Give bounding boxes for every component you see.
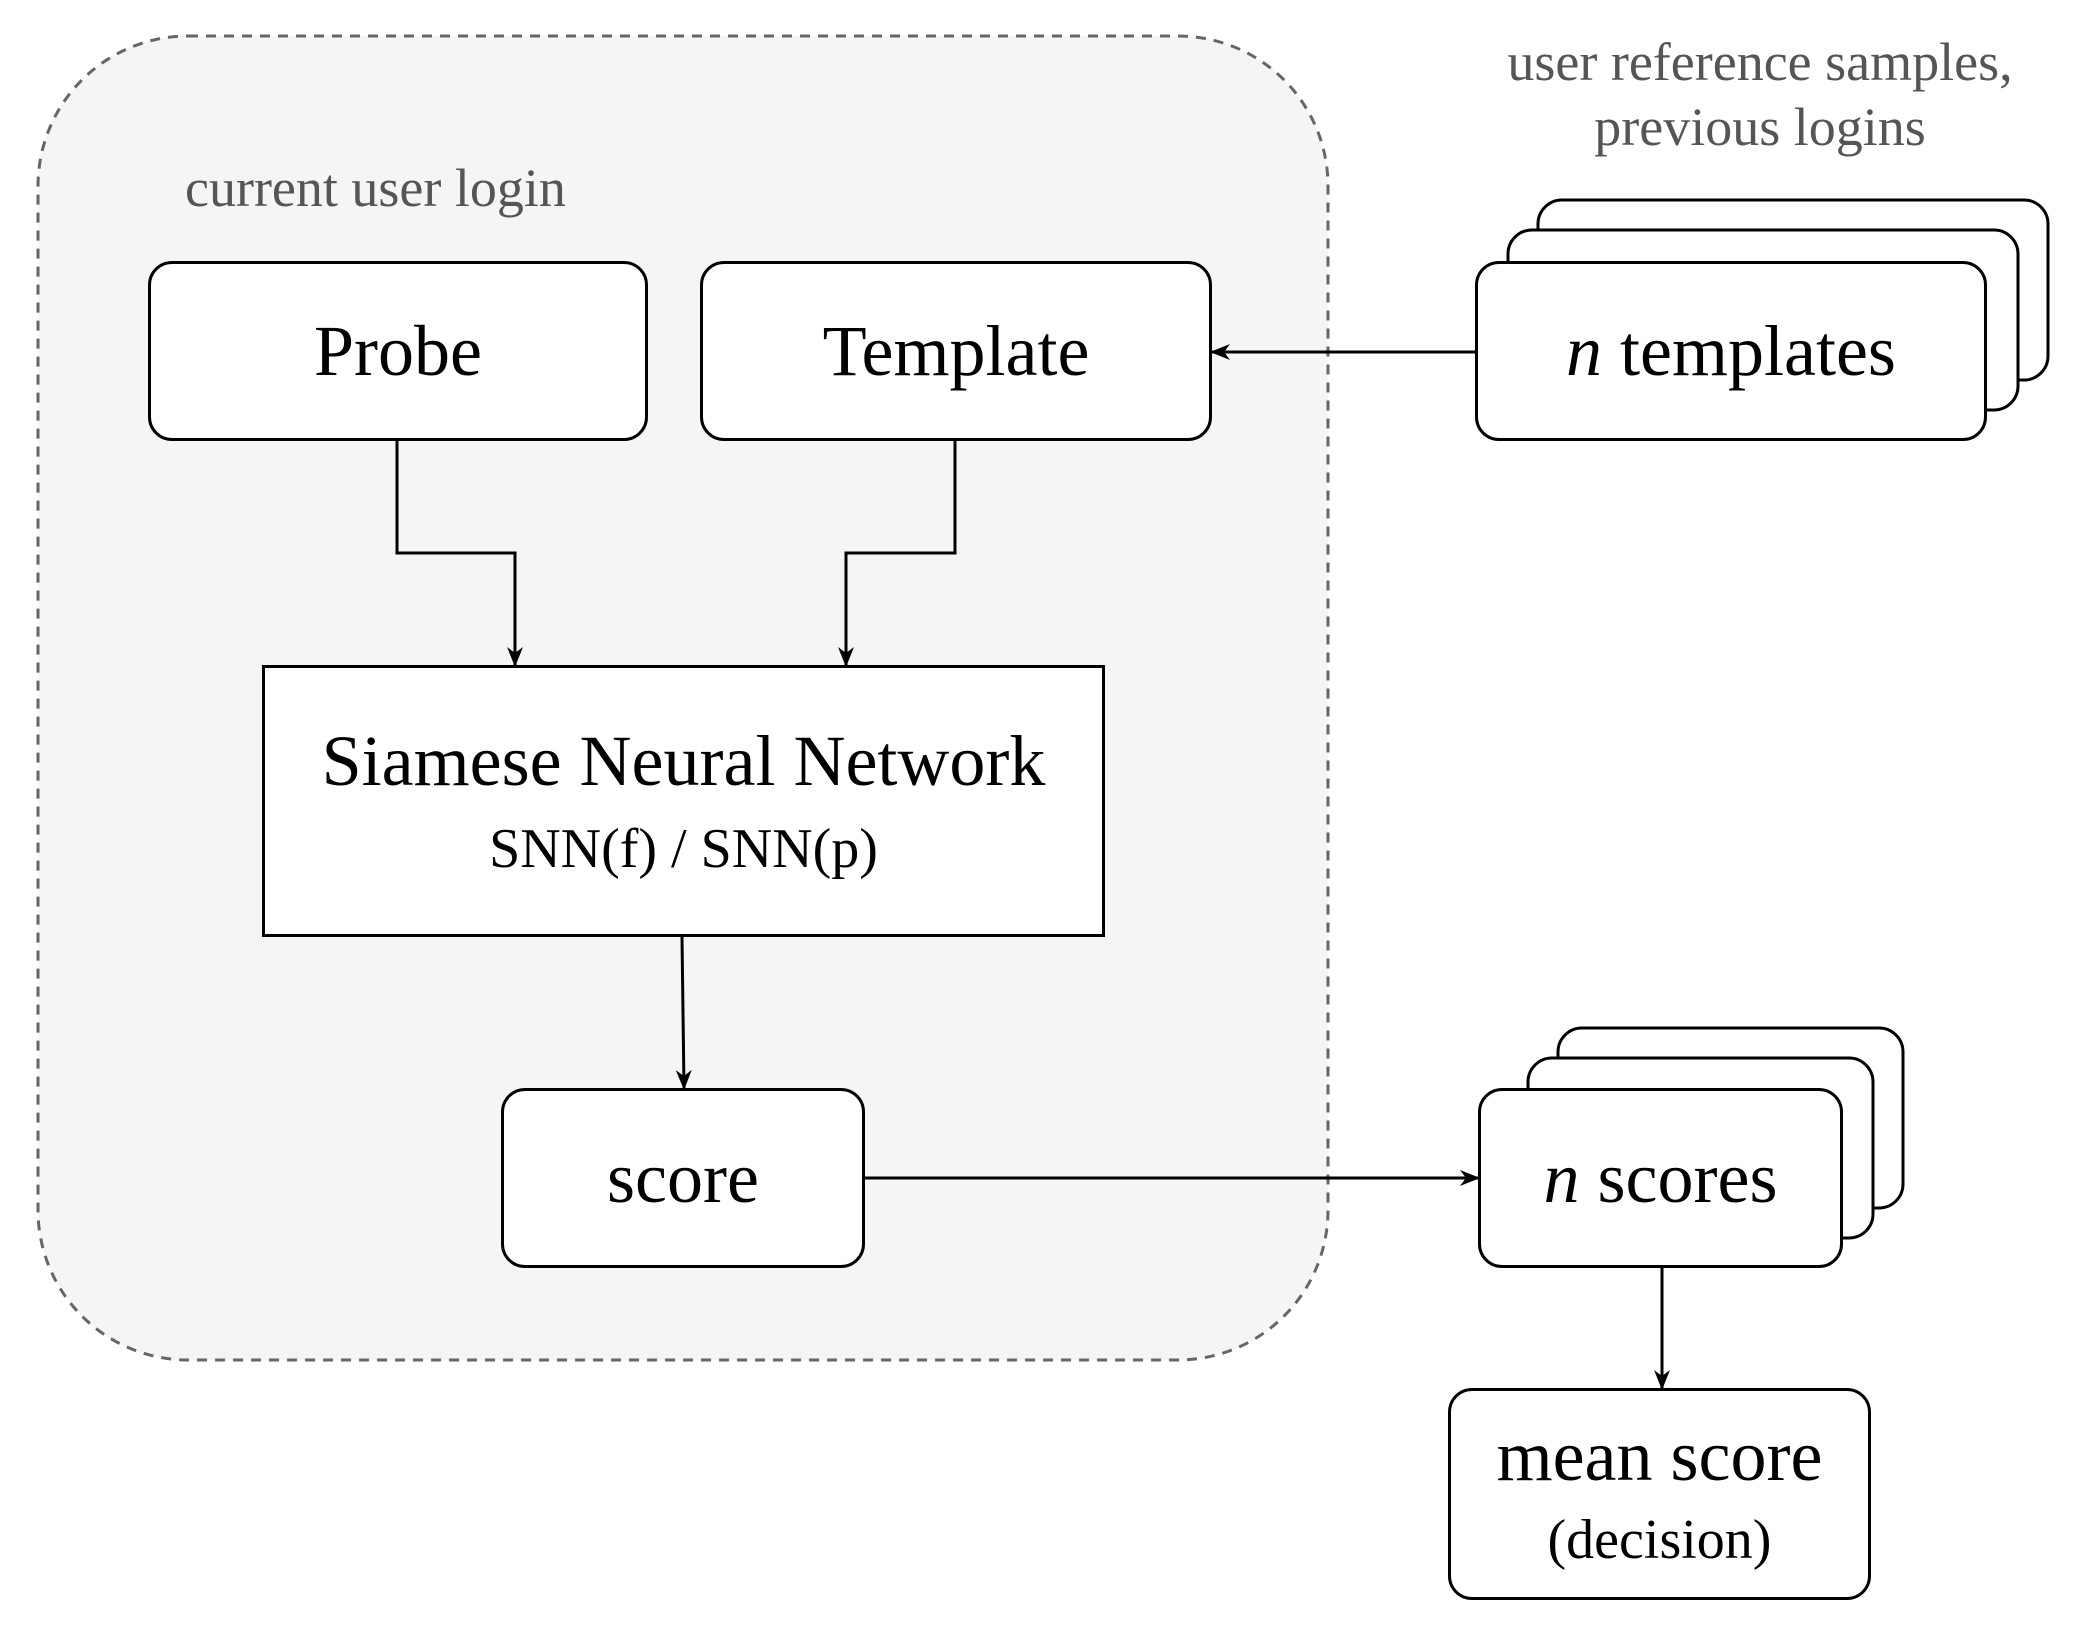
snn-subtitle: SNN(f) / SNN(p) — [489, 818, 878, 881]
score-label: score — [607, 1137, 759, 1218]
reference-label-line-1: user reference samples, — [1507, 32, 2013, 92]
reference-label-line-2: previous logins — [1594, 96, 1926, 157]
templates-count-symbol: n — [1566, 310, 1603, 391]
arrow-snn-to-score — [675, 936, 692, 1090]
templates-stack-text: templates — [1602, 310, 1896, 391]
mean-score-title: mean score — [1496, 1416, 1823, 1497]
scores-stack-text: scores — [1579, 1137, 1778, 1218]
probe-node: Probe — [148, 261, 648, 441]
scores-stack-label: n scores — [1544, 1137, 1778, 1220]
probe-label: Probe — [314, 310, 482, 391]
reference-samples-label: user reference samples, previous logins — [1440, 30, 2079, 160]
templates-stack-label: n templates — [1566, 310, 1896, 393]
template-label: Template — [822, 310, 1090, 391]
arrow-probe-to-snn — [395, 441, 523, 667]
mean-score-node: mean score (decision) — [1448, 1388, 1871, 1600]
region-label-current-login: current user login — [185, 158, 566, 218]
mean-score-subtitle: (decision) — [1547, 1509, 1772, 1572]
arrow-template-to-snn — [838, 441, 957, 667]
snn-node: Siamese Neural Network SNN(f) / SNN(p) — [262, 665, 1105, 937]
template-node: Template — [700, 261, 1212, 441]
scores-stack-node: n scores — [1478, 1088, 1843, 1268]
snn-title: Siamese Neural Network — [321, 721, 1046, 802]
templates-stack-node: n templates — [1475, 261, 1987, 441]
scores-count-symbol: n — [1543, 1137, 1580, 1218]
score-node: score — [501, 1088, 865, 1268]
